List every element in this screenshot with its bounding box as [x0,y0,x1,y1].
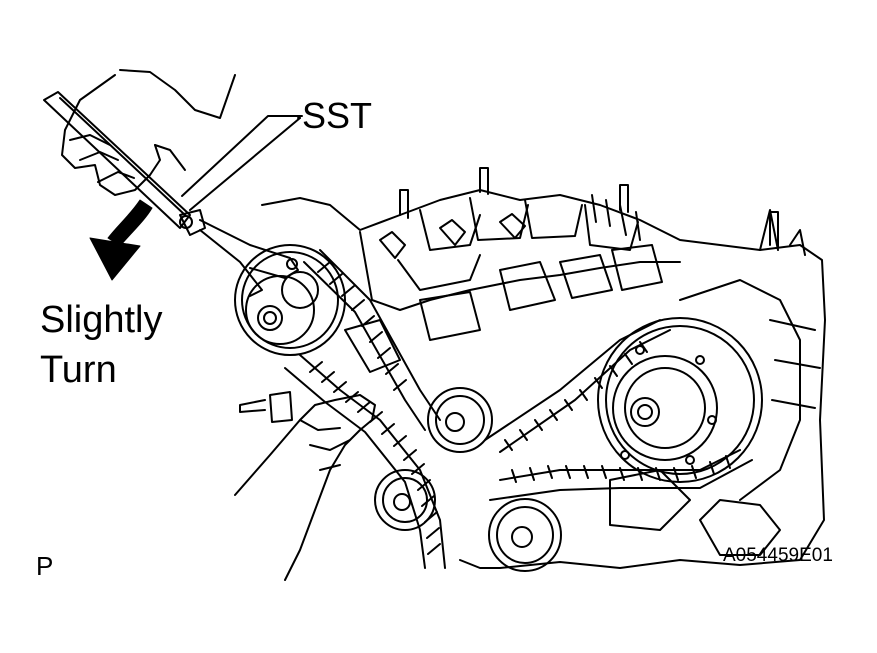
camshaft-pulley-left [234,244,346,356]
direction-label-line2: Turn [40,349,117,391]
hand-lower [234,394,376,581]
engine-block [261,189,826,569]
timing-belt [284,249,753,569]
curved-arrow-down-icon [89,199,153,281]
sst-wrench-tool [43,91,301,297]
idler-pulley-lower-right [488,498,562,572]
figure-code: A054459E01 [723,545,833,566]
corner-mark: P [36,551,54,581]
camshaft-pulley-right [597,317,763,483]
hand-upper [61,69,236,196]
sst-leader-line [181,115,303,197]
direction-label-line1: Slightly [40,299,163,341]
studs [239,167,779,413]
sst-label: SST [302,95,373,136]
idler-pulley-center [427,387,493,453]
idler-pulley-lower-left [374,469,436,531]
